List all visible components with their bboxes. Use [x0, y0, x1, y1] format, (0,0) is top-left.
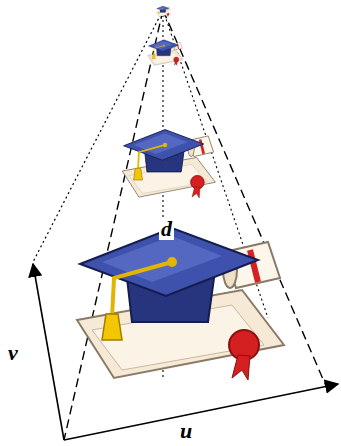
graduation-cap — [122, 130, 215, 198]
v-axis — [33, 264, 64, 440]
graduation-cap — [156, 6, 170, 17]
pyramid-edge — [33, 10, 163, 262]
u-axis — [64, 384, 338, 440]
axis-label: v — [6, 342, 20, 364]
graduation-cap — [77, 228, 284, 380]
axis-label: u — [178, 420, 194, 442]
graduation-cap — [148, 40, 183, 66]
axis-label: d — [159, 218, 174, 240]
